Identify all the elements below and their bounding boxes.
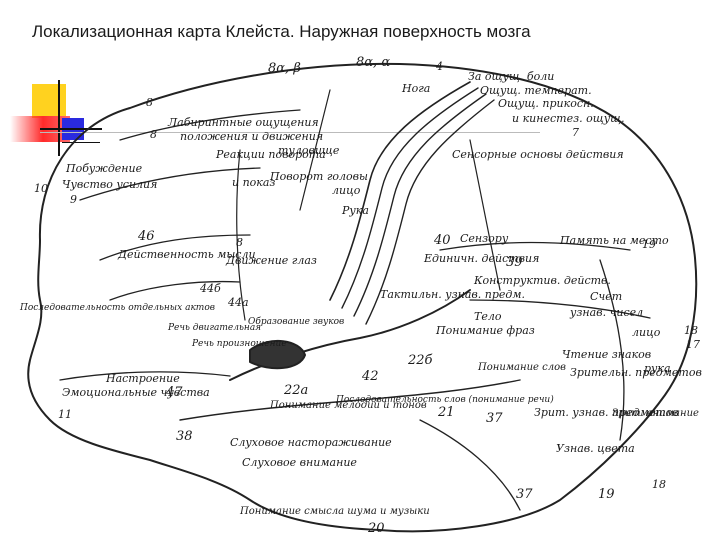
label-sensory: Сензору <box>460 232 509 245</box>
label-42: 42 <box>361 369 379 384</box>
label-uznav: узнав. чисел <box>569 306 643 319</box>
label-chuvstvo: Чувство усилия <box>62 178 157 191</box>
label-17: 17 <box>686 338 700 351</box>
label-povorot: Поворот головы <box>269 170 368 183</box>
label-dvizh-glaz: Движение глаз <box>225 254 317 267</box>
label-uznav-cveta: Узнав. цвета <box>556 442 635 455</box>
label-tulovishe: туловище <box>278 144 340 157</box>
label-ponim-slov: Понимание слов <box>477 362 566 373</box>
label-temperat: Ощущ. температ. <box>480 84 592 97</box>
label-8ab: 8α, β <box>268 61 301 76</box>
label-22a: 22а <box>283 383 308 398</box>
label-19a: 19 <box>642 238 656 251</box>
label-zrit-vnim: Зрит. внимание <box>612 408 699 419</box>
label-44a: 44а <box>227 296 249 309</box>
label-chtenie: Чтение знаков <box>562 348 651 361</box>
label-18b: 18 <box>652 478 666 491</box>
label-polozh: положения и движения <box>180 130 323 143</box>
label-sensor-dv: Сенсорные основы действия <box>452 148 624 161</box>
label-44b: 44б <box>199 282 221 295</box>
label-ruka: Рука <box>341 204 369 217</box>
label-22b: 22б <box>407 353 433 368</box>
label-10: 10 <box>34 182 48 195</box>
label-19b: 19 <box>598 487 615 502</box>
label-37a: 37 <box>486 411 503 426</box>
label-47: 47 <box>165 385 183 400</box>
label-9: 9 <box>70 193 77 206</box>
label-ruka-2: рука <box>644 362 671 375</box>
label-39: 39 <box>506 255 523 270</box>
label-emoc: Эмоциональные чувства <box>62 386 210 399</box>
label-posl-slov: Последовательность слов (понимание речи) <box>335 394 554 405</box>
label-ponim-frazy: Понимание фраз <box>435 324 535 337</box>
label-40: 40 <box>433 233 451 248</box>
label-kinestez: и кинестез. ощущ. <box>512 112 625 125</box>
label-prikosn: Ощущ. прикосн. <box>498 97 594 110</box>
label-konstrukt: Конструктив. действ. <box>473 274 611 287</box>
label-46: 46 <box>137 229 155 244</box>
label-lico: лицо <box>332 184 361 197</box>
label-18: 18 <box>684 324 698 337</box>
label-7: 7 <box>572 126 579 139</box>
label-telo: Тело <box>474 310 502 323</box>
label-8c: 8 <box>236 236 243 249</box>
label-pokaz: и показ <box>232 176 275 189</box>
label-37b: 37 <box>516 487 533 502</box>
label-lico-2: лицо <box>632 326 661 339</box>
label-labirint: Лабиринтные ощущения <box>167 116 319 129</box>
label-4-top: 4 <box>435 60 443 73</box>
label-zritel-pred: Зрительн. предметов <box>570 366 702 379</box>
label-schet: Счет <box>590 290 622 303</box>
label-11: 11 <box>58 408 72 421</box>
label-8b: 8 <box>150 128 157 141</box>
label-takt: Тактильн. узнав. предм. <box>380 288 525 301</box>
label-8aa: 8α, α <box>356 55 390 70</box>
label-8a: 8 <box>146 96 153 109</box>
label-sluh-vnim: Слуховое внимание <box>242 456 357 469</box>
parietal-vertical <box>470 140 500 290</box>
label-rech-pr: Речь произношение <box>191 339 287 349</box>
label-38: 38 <box>176 429 193 444</box>
label-posledov: Последовательность отдельных актов <box>19 303 215 313</box>
temporal-division <box>420 420 520 510</box>
label-pobuzhd: Побуждение <box>65 162 143 175</box>
label-za-oshch: За ощущ. боли <box>468 70 554 83</box>
label-21: 21 <box>437 405 455 420</box>
label-sluh-nast: Слуховое настораживание <box>230 436 392 449</box>
label-noga: Нога <box>401 82 430 95</box>
label-obrazov: Образование звуков <box>248 316 344 327</box>
label-ponim-muz: Понимание смысла шума и музыки <box>239 506 430 517</box>
label-20: 20 <box>367 521 385 536</box>
label-nastroen: Настроение <box>105 372 180 385</box>
